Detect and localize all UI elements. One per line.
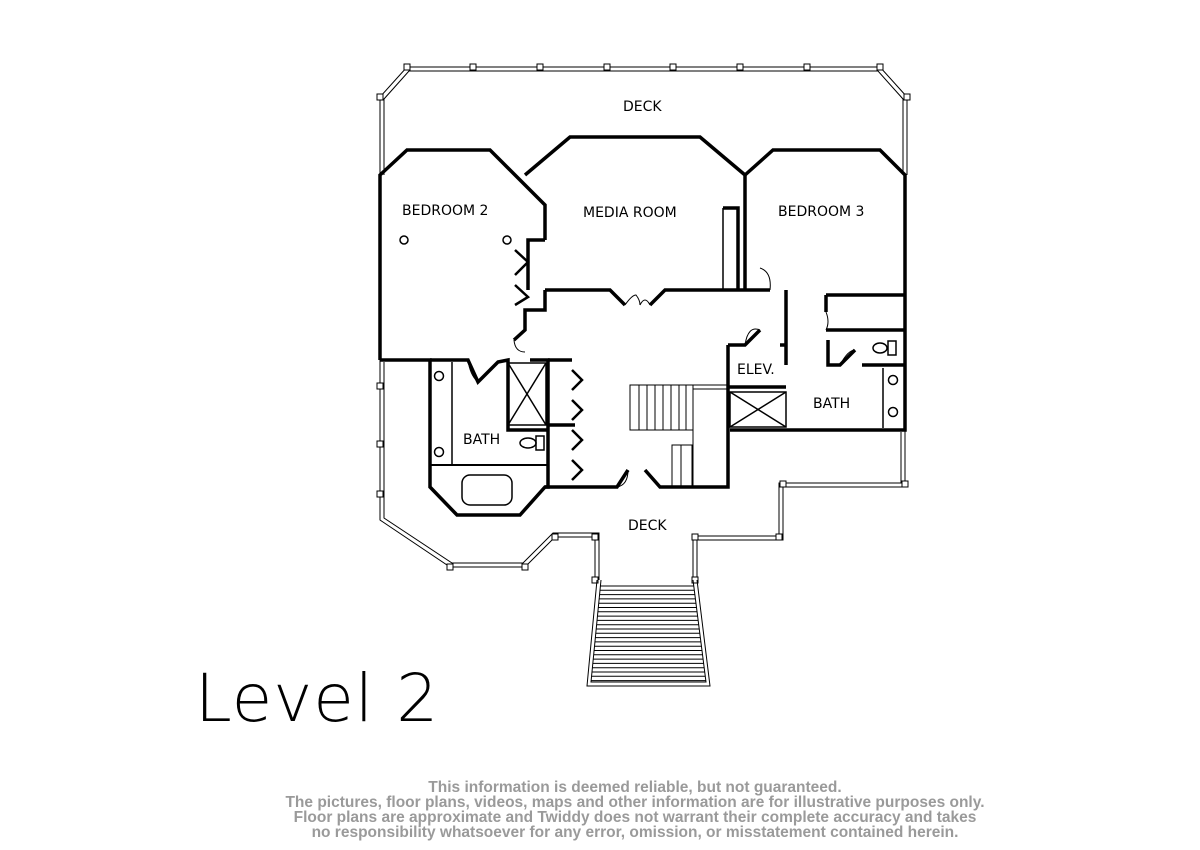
room-label-elevator: ELEV.: [737, 362, 775, 378]
toilet: [872, 342, 888, 354]
sink: [433, 370, 445, 382]
bath-fixtures: [399, 235, 899, 506]
door-swings: [467, 267, 856, 488]
exterior-stairs: [586, 579, 711, 687]
disclaimer: This information is deemed reliable, but…: [220, 779, 1050, 841]
disclaimer-line: This information is deemed reliable, but…: [428, 779, 842, 796]
sink: [887, 406, 899, 418]
room-label-bath-left: BATH: [463, 432, 500, 448]
interior-stairs: [629, 384, 728, 488]
room-label-bedroom3: BEDROOM 3: [778, 204, 864, 220]
interior-walls: [378, 135, 907, 517]
level-title: Level 2: [195, 660, 440, 737]
railing-posts: [376, 63, 911, 584]
sink: [433, 446, 445, 458]
disclaimer-line: The pictures, floor plans, videos, maps …: [285, 794, 985, 811]
bathtub: [461, 474, 513, 506]
disclaimer-line: no responsibility whatsoever for any err…: [311, 824, 959, 841]
shaft-boxes: [507, 362, 787, 428]
room-label-media-room: MEDIA ROOM: [583, 205, 677, 221]
room-label-deck-top: DECK: [623, 99, 662, 115]
room-label-bedroom2: BEDROOM 2: [402, 203, 488, 219]
toilet: [519, 437, 537, 449]
ceiling-fixture: [399, 235, 409, 245]
ceiling-fixture: [502, 235, 512, 245]
sink: [887, 374, 899, 386]
room-label-deck-bottom: DECK: [628, 518, 667, 534]
room-label-bath-right: BATH: [813, 396, 850, 412]
disclaimer-line: Floor plans are approximate and Twiddy d…: [293, 809, 977, 826]
